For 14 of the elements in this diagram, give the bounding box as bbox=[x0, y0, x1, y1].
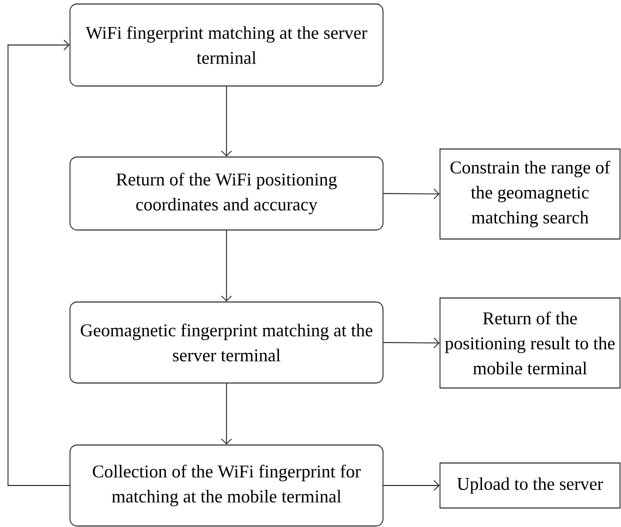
process-box: Collection of the WiFi fingerprint for matching at the mobile terminal bbox=[70, 444, 384, 526]
arrow bbox=[221, 86, 232, 157]
result-box: Constrain the range of the geomagnetic matching search bbox=[440, 148, 620, 240]
process-box: WiFi fingerprint matching at the server terminal bbox=[70, 4, 384, 86]
arrow bbox=[8, 40, 70, 486]
arrow bbox=[383, 188, 440, 200]
process-box: Return of the WiFi positioning coordinates and accuracy bbox=[70, 156, 384, 230]
result-box: Return of the positioning result to the mobile terminal bbox=[440, 298, 620, 388]
result-box: Upload to the server bbox=[440, 462, 620, 508]
arrow bbox=[221, 230, 232, 302]
arrow bbox=[383, 480, 440, 491]
arrow bbox=[383, 338, 440, 348]
process-box: Geomagnetic fingerprint matching at the server terminal bbox=[70, 302, 384, 384]
arrow bbox=[221, 383, 232, 445]
